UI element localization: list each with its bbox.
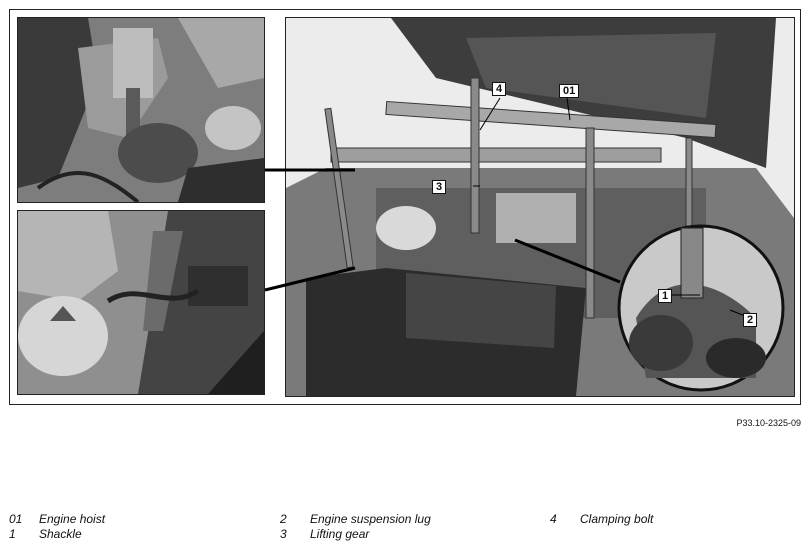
legend-item: 3 Lifting gear [280,527,369,542]
legend-number: 2 [280,512,287,526]
legend-number: 4 [550,512,557,526]
legend-label: Clamping bolt [580,512,654,526]
legend: 01 Engine hoist 1 Shackle 2 Engine suspensi… [9,512,803,546]
inset-photo-bottom [17,210,265,395]
legend-number: 1 [9,527,16,541]
callout-2: 2 [743,313,758,327]
main-engine-photo [285,17,795,397]
legend-item: 2 Engine suspension lug [280,512,431,527]
figure-frame: 4 01 3 1 2 [9,9,801,405]
legend-item: 01 Engine hoist [9,512,105,527]
callout-4: 4 [492,82,507,96]
callout-3: 3 [432,180,447,194]
legend-item: 4 Clamping bolt [550,512,653,527]
legend-label: Engine suspension lug [310,512,431,526]
legend-label: Shackle [39,527,82,541]
leader-lines [264,97,756,321]
legend-label: Lifting gear [310,527,370,541]
callout-01: 01 [559,84,580,98]
legend-label: Engine hoist [39,512,106,526]
figure-id: P33.10-2325-09 [736,418,801,428]
inset-bottom-illustration [18,211,264,394]
legend-item: 1 Shackle [9,527,82,542]
callout-1: 1 [658,289,673,303]
legend-number: 01 [9,512,23,526]
inset-photo-top [17,17,265,203]
legend-number: 3 [280,527,287,541]
inset-top-illustration [18,18,264,202]
engine-bay-illustration [286,18,794,396]
